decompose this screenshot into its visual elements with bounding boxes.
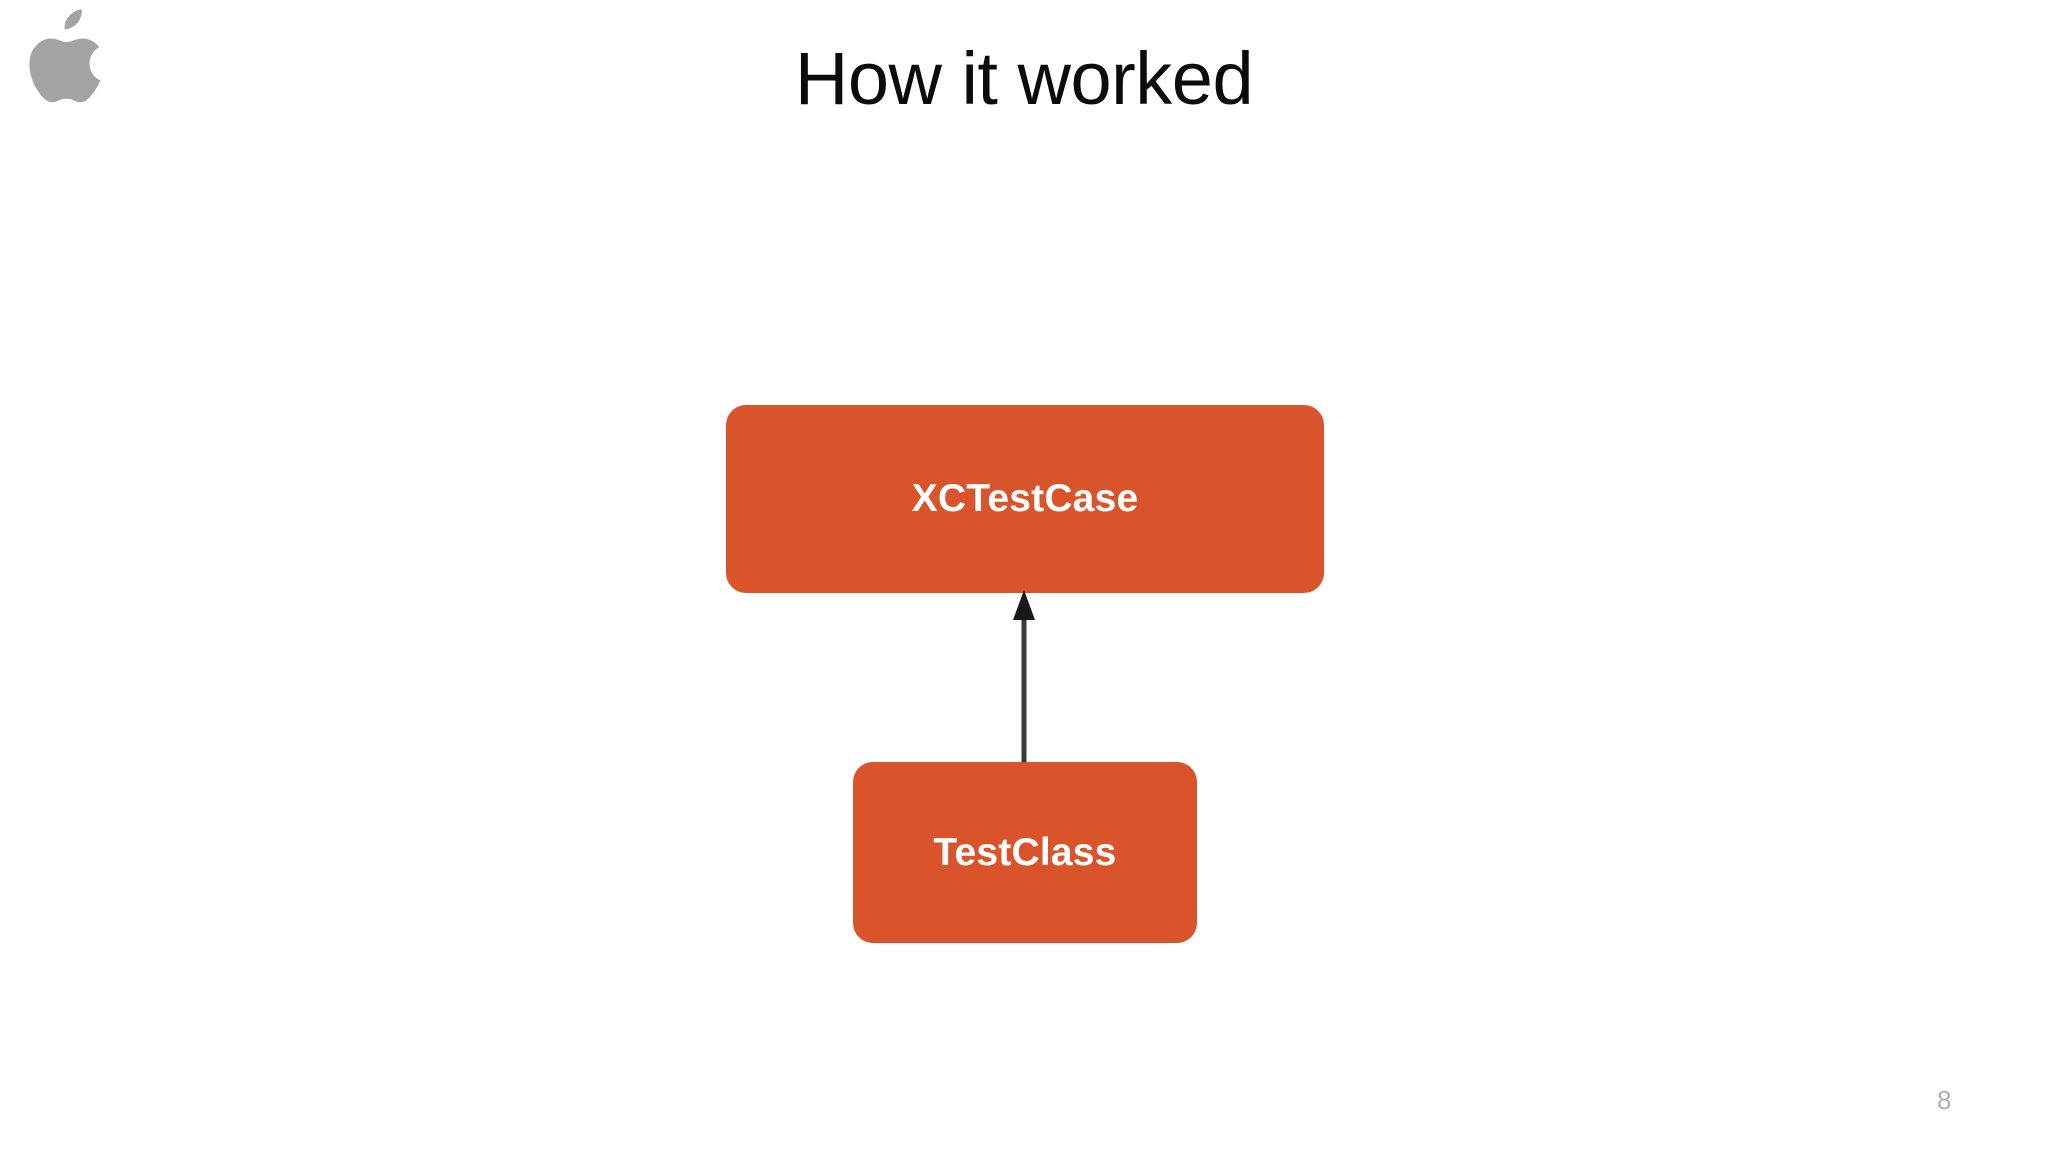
diagram-node-label: TestClass [933,830,1117,874]
diagram-node-testclass[interactable]: TestClass [853,762,1197,943]
apple-logo [26,8,104,108]
diagram-node-xctestcase[interactable]: XCTestCase [726,405,1324,593]
diagram-node-label: XCTestCase [911,477,1139,520]
inheritance-arrow [1006,590,1042,766]
page-title: How it worked [794,37,1254,120]
page-number: 8 [1937,1085,1952,1115]
